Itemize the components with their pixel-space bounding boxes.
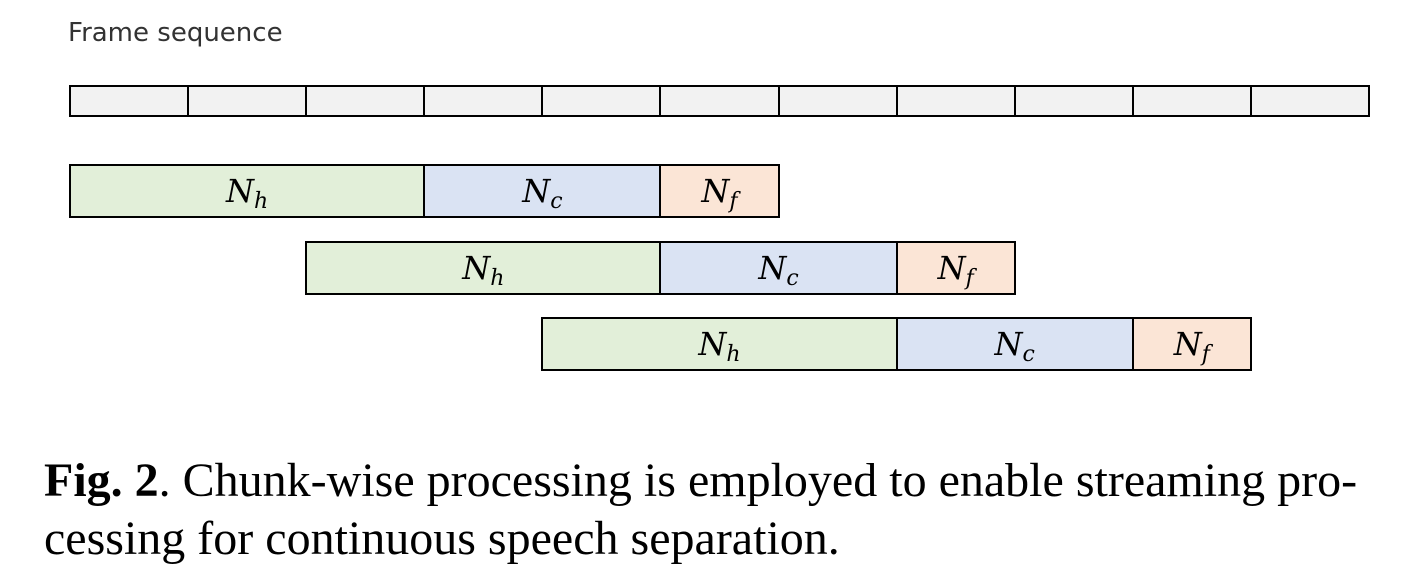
chunk-current-segment: Nc [659,241,898,295]
frame-cell [305,85,426,117]
caption-line-1: . Chunk-wise processing is employed to e… [158,454,1358,507]
caption-line-2: cessing for continuous speech separation… [44,512,840,565]
frame-cell [69,85,190,117]
chunk-history-segment: Nh [305,241,662,295]
frame-cell [187,85,308,117]
chunk-history-label: Nh [462,249,505,291]
chunk-future-segment: Nf [1131,317,1252,371]
chunk-current-segment: Nc [895,317,1134,371]
frame-cell [895,85,1016,117]
chunk-future-label: Nf [937,249,974,291]
frame-cell [1131,85,1252,117]
figure-number: Fig. 2 [44,454,159,507]
chunk-current-label: Nc [758,249,799,291]
chunk-future-label: Nf [701,172,738,214]
figure-caption: Fig. 2. Chunk-wise processing is employe… [44,452,1384,568]
chunk-history-segment: Nh [541,317,898,371]
frame-cell [1249,85,1370,117]
frame-sequence-label: Frame sequence [68,18,283,48]
frame-cell [423,85,544,117]
chunk-current-label: Nc [994,325,1035,367]
frame-cell [777,85,898,117]
chunk-history-label: Nh [226,172,269,214]
chunk-future-segment: Nf [895,241,1016,295]
chunk-current-label: Nc [522,172,563,214]
frame-cell [659,85,780,117]
chunk-current-segment: Nc [423,164,662,218]
chunk-history-segment: Nh [69,164,426,218]
chunk-future-segment: Nf [659,164,780,218]
chunk-future-label: Nf [1173,325,1210,367]
frame-cell [541,85,662,117]
chunk-history-label: Nh [698,325,741,367]
frame-cell [1013,85,1134,117]
